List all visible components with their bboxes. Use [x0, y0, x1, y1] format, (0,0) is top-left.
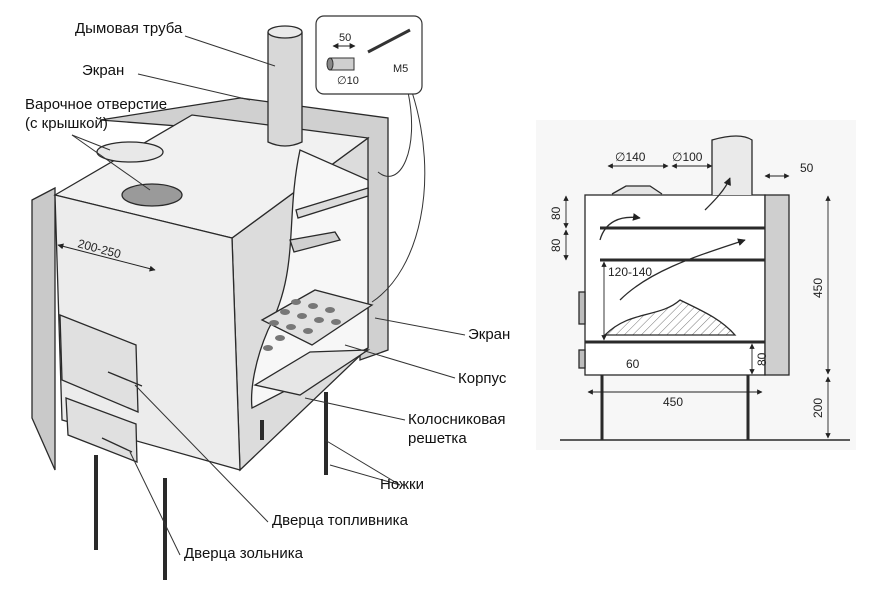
dim-flame-gap: 120-140 [608, 265, 652, 279]
label-ash-door: Дверца зольника [184, 545, 303, 562]
dim-hole-diameter: ∅140 [615, 150, 646, 164]
upper-shelf [295, 187, 369, 219]
dim-ash-80: 80 [755, 352, 769, 366]
tube-detail [329, 57, 355, 71]
cooking-hole [121, 183, 183, 207]
cutaway-interior [250, 149, 369, 410]
ash-pan-floor [253, 349, 371, 396]
label-cooking-hole-2: (с крышкой) [25, 115, 108, 132]
airflow-arrow-2 [619, 238, 746, 301]
label-cooking-hole-1: Варочное отверстие [25, 96, 168, 113]
dim-height-450: 450 [811, 278, 825, 298]
label-grate-1: Колосниковая [408, 411, 506, 428]
inset-bolt: M5 [393, 63, 408, 75]
label-chimney: Дымовая труба [75, 20, 183, 37]
dim-top-80b: 80 [549, 238, 563, 252]
leader-lines [71, 35, 466, 556]
section-ash-door [578, 349, 586, 369]
inset-texts: 50 ∅10 M5 [337, 32, 408, 87]
dim-top-80a: 80 [549, 206, 563, 220]
inset-length: 50 [339, 32, 351, 44]
chimney-pipe [267, 32, 303, 147]
section-dimension-texts: ∅140 ∅100 50 80 80 120-140 60 80 450 450… [549, 150, 825, 418]
dim-pipe-diameter: ∅100 [672, 150, 703, 164]
ash-door-handle [101, 437, 133, 453]
section-fuel-door [578, 291, 586, 325]
label-body: Корпус [458, 370, 507, 387]
section-dimension-lines [563, 163, 831, 439]
label-screen-top: Экран [82, 62, 125, 79]
tube-end [326, 57, 334, 71]
label-screen-right: Экран [468, 326, 511, 343]
bolt-inset [315, 15, 423, 95]
dim-grate-60: 60 [626, 357, 640, 371]
section-screen [764, 194, 790, 376]
section-body [584, 194, 766, 376]
dim-width-450: 450 [663, 395, 683, 409]
chimney-top [267, 25, 303, 39]
cooking-lid [96, 141, 164, 163]
back-screen [99, 97, 389, 361]
fuel-door-handle [107, 371, 143, 387]
label-legs: Ножки [380, 476, 424, 493]
width-dimension [57, 243, 156, 272]
stove-section [536, 120, 856, 450]
grate-holes [263, 299, 341, 351]
inset-frame [315, 15, 423, 95]
baffle [289, 231, 342, 253]
left-screen [31, 186, 56, 471]
airflow-arrow-3 [704, 177, 731, 211]
dim-offset: 50 [800, 161, 814, 175]
label-fuel-door: Дверца топливника [272, 512, 408, 529]
label-grate-2: решетка [408, 430, 467, 447]
section-fire [603, 299, 737, 336]
inset-diameter: ∅10 [337, 75, 359, 87]
dim-legs-200: 200 [811, 398, 825, 418]
bolt-detail [367, 28, 411, 54]
fuel-door [59, 314, 139, 413]
airflow-arrow-1 [599, 213, 641, 241]
section-lid [611, 185, 663, 195]
section-chimney [711, 135, 753, 195]
